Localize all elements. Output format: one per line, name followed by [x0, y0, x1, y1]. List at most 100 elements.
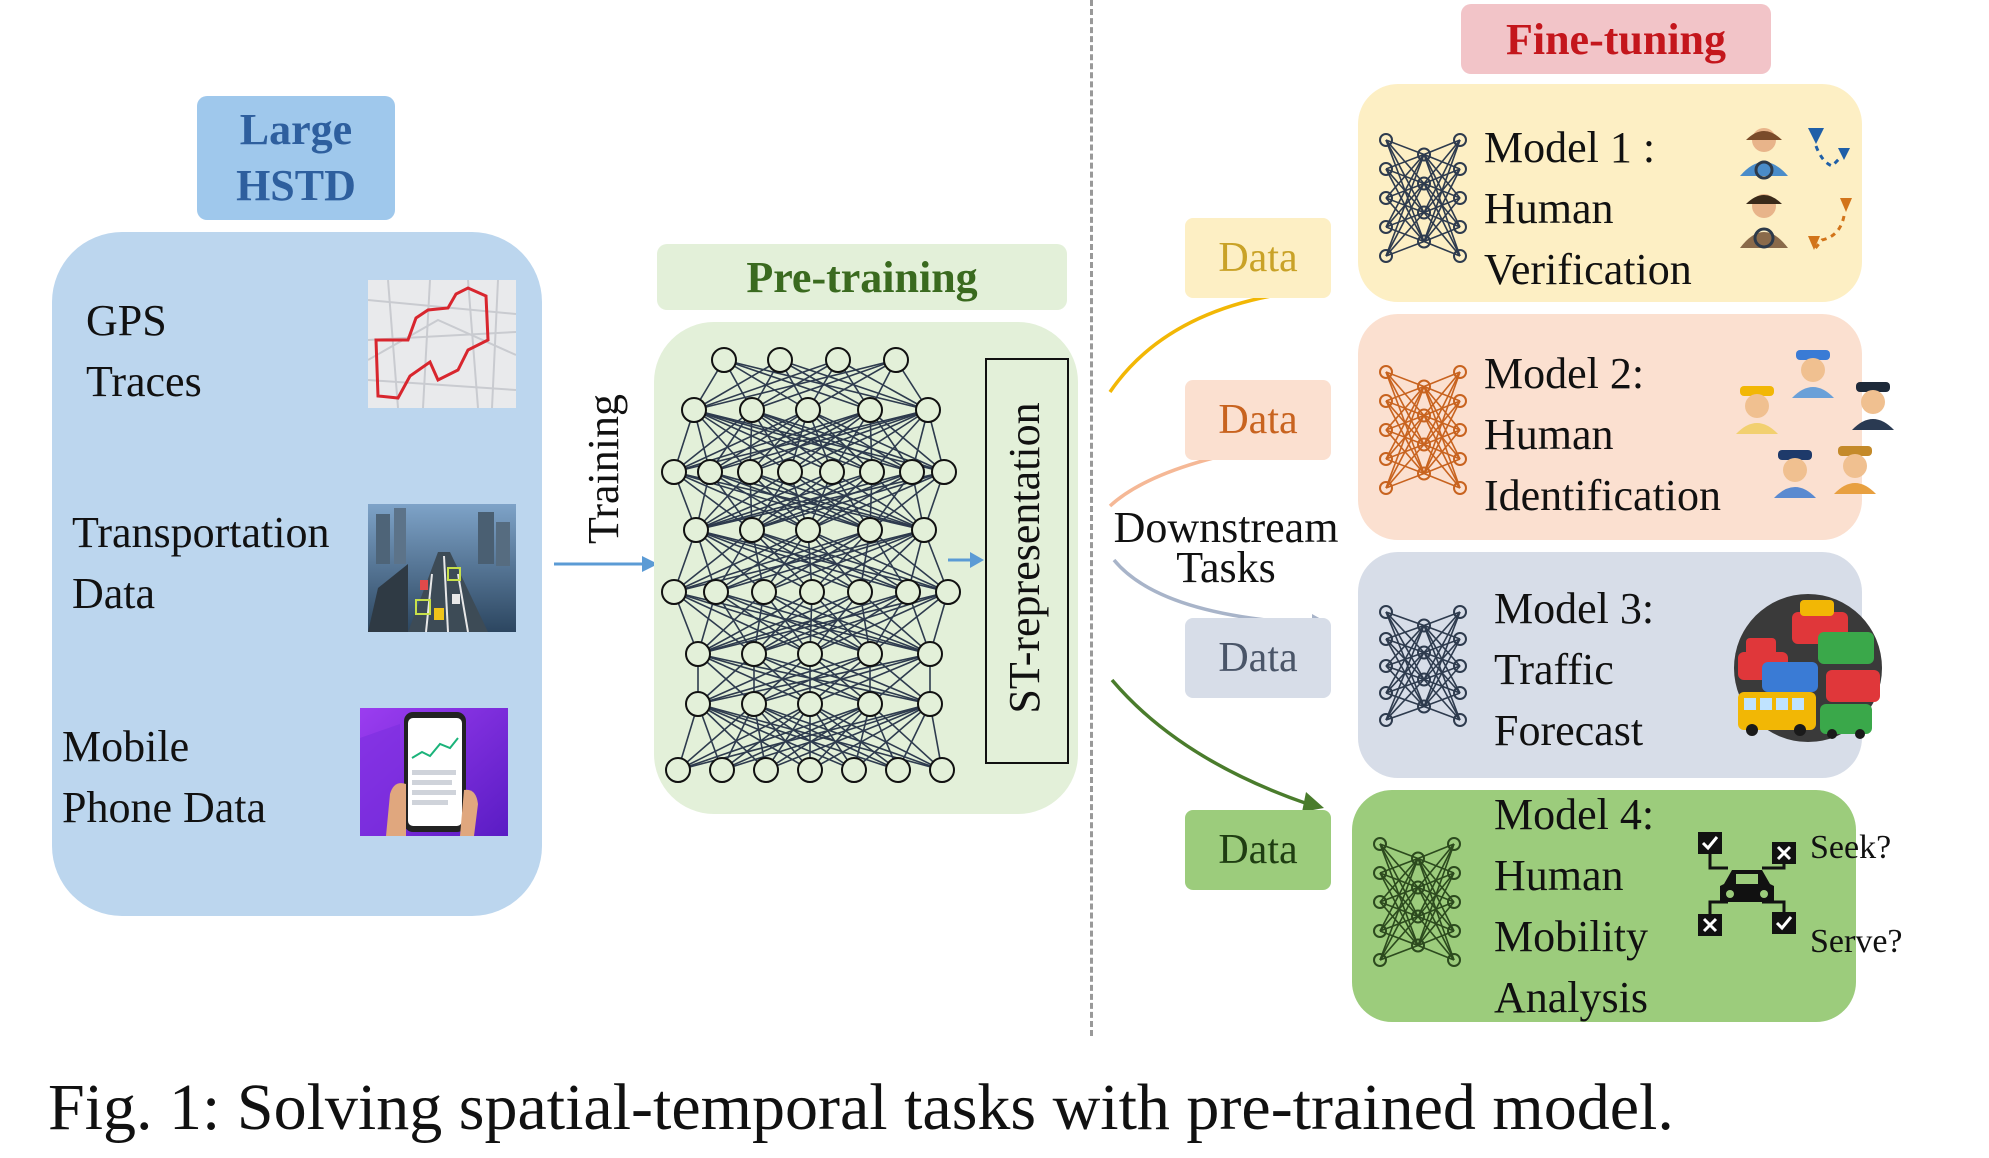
seek-label: Seek? [1810, 829, 1892, 866]
nn-node [751, 579, 777, 605]
nn-icon-edge [1423, 400, 1461, 474]
large-hstd-title: Large HSTD [197, 96, 395, 220]
nn-edge [869, 653, 931, 705]
nn-icon-node [1417, 379, 1431, 394]
nn-icon-node [1453, 133, 1467, 147]
nn-edge [789, 471, 925, 531]
nn-edge [709, 471, 871, 531]
nn-icon-node [1453, 713, 1467, 727]
nn-edge [693, 409, 751, 473]
nn-node [929, 757, 955, 783]
nn-node [753, 757, 779, 783]
nn-node [883, 347, 909, 373]
nn-edge [753, 653, 931, 705]
nn-edge [749, 471, 871, 531]
nn-icon-node [1379, 133, 1393, 147]
nn-edge [751, 471, 913, 531]
nn-node [819, 459, 845, 485]
nn-edge [715, 591, 811, 655]
nn-icon-edge [1385, 625, 1425, 721]
nn-node [847, 579, 873, 605]
nn-edge [853, 703, 931, 771]
nn-edge [751, 471, 833, 531]
nn-icon-node [1453, 249, 1467, 263]
nn-node [685, 691, 711, 717]
nn-edge [869, 703, 943, 771]
pretraining-title: Pre-training [657, 244, 1067, 310]
nn-edge [697, 703, 899, 771]
source-mobile-line1: Mobile [62, 722, 190, 771]
nn-edge [753, 591, 861, 655]
nn-edge [697, 591, 813, 655]
nn-edge [721, 703, 811, 771]
nn-icon-node [1411, 909, 1425, 924]
source-transport-label: Transportation Data [72, 502, 330, 624]
model-2-label: Model 2: Human Identification [1484, 343, 1721, 526]
model-2-network-icon [1379, 365, 1467, 495]
nn-icon-edge [1385, 183, 1425, 257]
nn-icon-edge [1423, 429, 1461, 475]
nn-edge [715, 591, 871, 655]
nn-node [741, 641, 767, 667]
nn-icon-node [1379, 191, 1393, 205]
nn-icon-edge [1423, 611, 1461, 707]
large-hstd-title-line1: Large [239, 105, 353, 154]
model-2-line2: Human [1484, 410, 1614, 459]
nn-icon-node [1453, 659, 1467, 673]
model-3-line3: Forecast [1494, 706, 1644, 755]
nn-node [841, 757, 867, 783]
nn-icon-edge [1385, 625, 1425, 694]
nn-edge [695, 471, 833, 531]
nn-edge [697, 653, 811, 705]
nn-edge [697, 591, 909, 655]
nn-edge [807, 471, 873, 531]
nn-edge [789, 409, 929, 473]
nn-icon-edge [1379, 857, 1419, 903]
nn-icon-edge [1417, 901, 1455, 947]
nn-icon-node [1453, 365, 1467, 379]
nn-icon-edge [1423, 371, 1461, 417]
nn-icon-node [1373, 866, 1387, 880]
nn-icon-node [1411, 880, 1425, 895]
nn-icon-edge [1379, 858, 1419, 932]
nn-icon-node [1447, 866, 1461, 880]
nn-edge [869, 591, 949, 655]
nn-edge [765, 703, 811, 771]
nn-icon-edge [1423, 168, 1461, 242]
gps-map-image [368, 280, 516, 408]
model-3-network-icon [1379, 605, 1467, 727]
nn-edge [811, 529, 925, 593]
nn-icon-edge [1379, 858, 1419, 961]
nn-edge [721, 703, 931, 771]
nn-edge [809, 703, 943, 771]
nn-edge [871, 409, 929, 473]
nn-edge [697, 653, 931, 705]
finetuning-title: Fine-tuning [1461, 4, 1771, 74]
nn-icon-node [1447, 837, 1461, 851]
traffic-icon [1734, 594, 1882, 742]
nn-edge [809, 591, 861, 655]
nn-icon-edge [1385, 385, 1425, 431]
source-gps-line1: GPS [86, 296, 167, 345]
nn-icon-node [1453, 632, 1467, 646]
nn-node [857, 691, 883, 717]
st-representation-label: ST-representation [1000, 402, 1049, 714]
nn-edge [807, 409, 945, 473]
nn-node [935, 579, 961, 605]
nn-node [917, 641, 943, 667]
nn-edge [749, 409, 809, 473]
nn-edge [753, 591, 909, 655]
nn-edge [715, 529, 809, 593]
nn-edge [677, 703, 755, 771]
nn-icon-edge [1385, 211, 1425, 257]
nn-icon-node [1453, 452, 1467, 466]
nn-icon-node [1417, 234, 1431, 249]
nn-edge [811, 529, 871, 593]
model-3-label: Model 3: Traffic Forecast [1494, 578, 1654, 761]
nn-node [917, 691, 943, 717]
nn-edge [693, 409, 833, 473]
nn-edge [751, 409, 873, 473]
nn-icon-node [1417, 699, 1431, 714]
nn-edge [859, 529, 925, 593]
nn-icon-node [1373, 924, 1387, 938]
